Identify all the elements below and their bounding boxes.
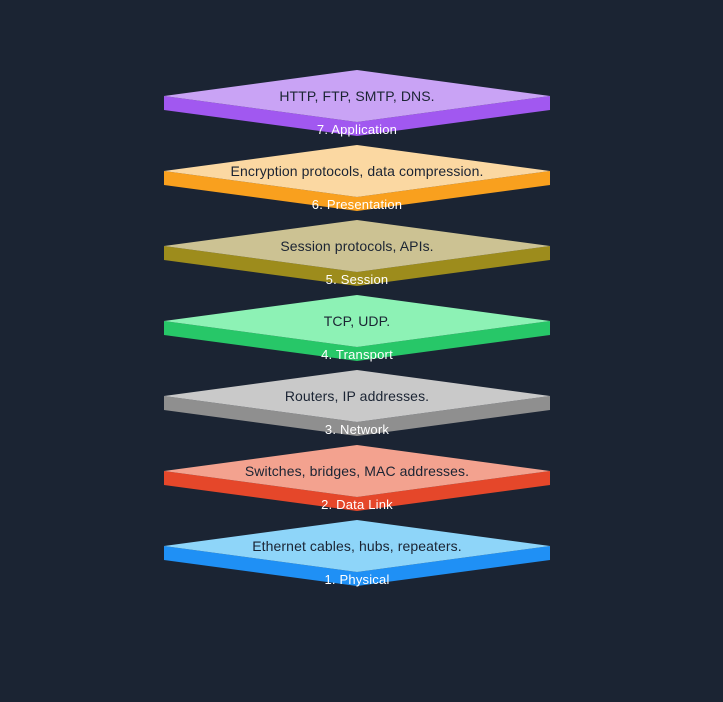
osi-layer-data-link: Switches, bridges, MAC addresses. 2. Dat…: [164, 445, 550, 512]
osi-layer-physical: Ethernet cables, hubs, repeaters. 1. Phy…: [164, 520, 550, 587]
diamond-left-face: [164, 246, 357, 286]
layer-protocols-text: Routers, IP addresses.: [284, 388, 430, 404]
diamond-left-face: [164, 471, 357, 511]
diamond-shape: [164, 370, 550, 436]
diamond-top-face: [164, 220, 550, 272]
diamond-right-face: [357, 321, 550, 361]
osi-layer-presentation: Encryption protocols, data compression. …: [164, 145, 550, 212]
diamond-right-face: [357, 171, 550, 211]
layer-protocols-text: Switches, bridges, MAC addresses.: [244, 463, 470, 479]
layer-protocols-text: HTTP, FTP, SMTP, DNS.: [279, 88, 435, 104]
diamond-left-face: [164, 321, 357, 361]
osi-layer-application: HTTP, FTP, SMTP, DNS. 7. Application: [164, 70, 550, 137]
layer-protocols-text: Session protocols, APIs.: [280, 238, 434, 254]
layer-protocols-text: Ethernet cables, hubs, repeaters.: [252, 538, 462, 554]
layer-label: 1. Physical: [324, 571, 390, 587]
diamond-right-face: [357, 96, 550, 136]
diamond-right-face: [357, 546, 550, 586]
diamond-top-face: [164, 70, 550, 122]
diamond-left-face: [164, 546, 357, 586]
osi-layer-transport: TCP, UDP. 4. Transport: [164, 295, 550, 362]
diamond-left-face: [164, 171, 357, 211]
layer-label: 6. Presentation: [311, 196, 403, 212]
diamond-right-face: [357, 471, 550, 511]
osi-layer-session: Session protocols, APIs. 5. Session: [164, 220, 550, 287]
diamond-left-face: [164, 96, 357, 136]
diamond-shape: [164, 220, 550, 286]
layer-protocols-text: TCP, UDP.: [323, 313, 391, 329]
layer-label: 4. Transport: [321, 346, 393, 362]
diamond-top-face: [164, 295, 550, 347]
osi-model-diagram: HTTP, FTP, SMTP, DNS. 7. Application Enc…: [164, 70, 550, 587]
diamond-top-face: [164, 445, 550, 497]
diamond-shape: [164, 445, 550, 511]
layer-label: 5. Session: [325, 271, 389, 287]
layer-label: 7. Application: [316, 121, 398, 137]
diamond-top-face: [164, 520, 550, 572]
diamond-shape: [164, 520, 550, 586]
diamond-right-face: [357, 246, 550, 286]
osi-layer-network: Routers, IP addresses. 3. Network: [164, 370, 550, 437]
diamond-shape: [164, 70, 550, 136]
layer-label: 2. Data Link: [321, 496, 393, 512]
diamond-top-face: [164, 370, 550, 422]
layer-label: 3. Network: [324, 421, 390, 437]
diamond-shape: [164, 145, 550, 211]
diamond-top-face: [164, 145, 550, 197]
diamond-shape: [164, 295, 550, 361]
layer-protocols-text: Encryption protocols, data compression.: [230, 163, 484, 179]
diamond-left-face: [164, 396, 357, 436]
diamond-right-face: [357, 396, 550, 436]
